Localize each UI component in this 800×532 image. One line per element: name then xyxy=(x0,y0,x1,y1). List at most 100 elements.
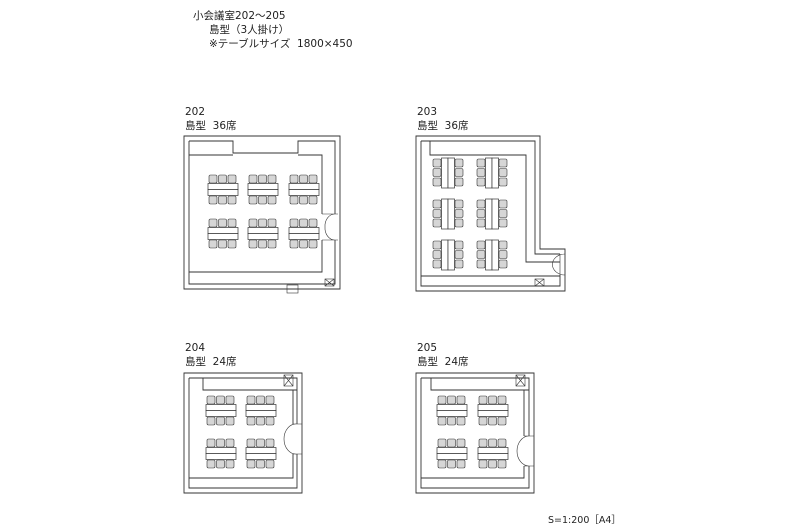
chair xyxy=(265,459,275,469)
table-island xyxy=(205,438,237,469)
door-swing-icon xyxy=(322,213,338,241)
table-island xyxy=(432,157,464,189)
chair xyxy=(208,195,218,205)
room-layout: 島型 36席 xyxy=(185,120,237,132)
chair xyxy=(432,240,442,250)
chair xyxy=(498,199,508,209)
room-layout: 島型 24席 xyxy=(185,356,237,368)
chair xyxy=(456,395,466,405)
chair xyxy=(488,438,497,448)
room-203-walls xyxy=(415,135,566,292)
room-205-plan xyxy=(415,372,535,494)
chair xyxy=(216,416,225,426)
table xyxy=(247,233,279,240)
chair xyxy=(432,199,442,209)
chair xyxy=(432,218,442,228)
table-island xyxy=(476,198,508,230)
chair xyxy=(289,218,299,228)
table xyxy=(441,157,449,189)
chair xyxy=(447,438,456,448)
chair xyxy=(454,199,464,209)
table xyxy=(205,404,237,411)
room-number: 202 xyxy=(185,106,206,118)
chair xyxy=(488,395,497,405)
room-204-walls xyxy=(183,372,303,494)
plan-layout-type: 島型（3人掛け） xyxy=(209,24,290,36)
chair xyxy=(208,239,218,249)
chair xyxy=(227,174,237,184)
chair xyxy=(265,395,275,405)
chair xyxy=(498,240,508,250)
chair xyxy=(478,395,488,405)
table xyxy=(247,189,279,196)
chair xyxy=(248,239,258,249)
room-203-inner-ring xyxy=(421,141,560,277)
chair xyxy=(432,250,442,259)
room-203-plan xyxy=(415,135,566,292)
chair xyxy=(227,218,237,228)
chair xyxy=(456,459,466,469)
chair xyxy=(225,416,235,426)
chair xyxy=(225,395,235,405)
chair xyxy=(225,459,235,469)
chair xyxy=(308,195,318,205)
chair xyxy=(498,168,508,177)
chair xyxy=(308,218,318,228)
chair xyxy=(218,195,227,205)
wall-notch xyxy=(286,284,299,294)
room-204-plan xyxy=(183,372,303,494)
chair xyxy=(248,174,258,184)
table xyxy=(245,453,277,460)
chair xyxy=(299,218,308,228)
table xyxy=(288,183,320,190)
chair xyxy=(206,416,216,426)
table-island xyxy=(288,218,320,249)
chair xyxy=(498,158,508,168)
chair xyxy=(432,259,442,269)
chair xyxy=(454,209,464,218)
chair xyxy=(437,416,447,426)
utility-box-icon xyxy=(324,278,335,287)
chair xyxy=(478,438,488,448)
chair xyxy=(258,195,267,205)
chair xyxy=(256,438,265,448)
chair xyxy=(432,158,442,168)
chair xyxy=(488,459,497,469)
table-groups xyxy=(205,157,509,469)
chair xyxy=(478,459,488,469)
chair xyxy=(227,239,237,249)
chair xyxy=(498,259,508,269)
table xyxy=(447,239,455,271)
table xyxy=(485,157,493,189)
table xyxy=(477,453,509,460)
chair xyxy=(267,239,277,249)
chair xyxy=(258,218,267,228)
chair xyxy=(258,174,267,184)
chair xyxy=(454,168,464,177)
chair xyxy=(246,416,256,426)
table-island xyxy=(288,174,320,205)
room-layout: 島型 36席 xyxy=(417,120,469,132)
plan-table-note: ※テーブルサイズ 1800×450 xyxy=(209,38,353,50)
table-island xyxy=(432,198,464,230)
utility-box-icon xyxy=(283,374,294,387)
table xyxy=(247,183,279,190)
chair xyxy=(498,250,508,259)
chair xyxy=(208,218,218,228)
chair xyxy=(454,250,464,259)
room-205-inner-ring xyxy=(421,378,529,479)
chair xyxy=(454,259,464,269)
chair xyxy=(447,395,456,405)
chair xyxy=(497,395,507,405)
table xyxy=(247,227,279,234)
chair xyxy=(218,218,227,228)
chair xyxy=(299,174,308,184)
chair xyxy=(497,438,507,448)
table xyxy=(205,447,237,454)
chair xyxy=(478,416,488,426)
chair xyxy=(432,177,442,187)
table-island xyxy=(476,239,508,271)
chair xyxy=(497,459,507,469)
chair xyxy=(265,416,275,426)
